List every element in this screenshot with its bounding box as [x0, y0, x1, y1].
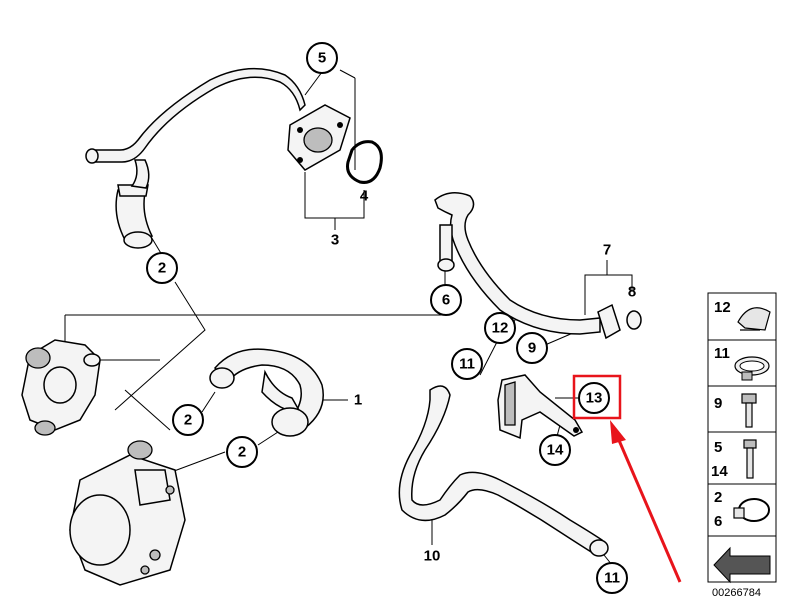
label-8: 8	[628, 284, 636, 301]
svg-text:11: 11	[604, 570, 620, 587]
legend-label-6: 6	[714, 513, 722, 530]
o-ring-gasket	[346, 140, 383, 184]
callout-5: 5	[306, 42, 338, 74]
svg-text:6: 6	[442, 292, 450, 309]
lower-right-hose	[398, 385, 609, 557]
spring-clamp-icon	[733, 498, 770, 522]
red-arrow-icon	[610, 420, 682, 583]
svg-text:2: 2	[184, 412, 192, 429]
thermostat-housing	[21, 339, 101, 436]
legend-label-9: 9	[714, 395, 722, 412]
legend-label-2: 2	[714, 489, 722, 506]
label-1: 1	[354, 392, 362, 409]
svg-text:2: 2	[158, 260, 166, 277]
legend-label-14: 14	[711, 463, 728, 480]
leader-lines	[64, 69, 633, 566]
water-pump	[69, 440, 186, 586]
label-4: 4	[360, 188, 369, 205]
hose-clamp-icon	[734, 356, 770, 381]
label-7: 7	[603, 242, 611, 259]
direction-arrow-icon	[713, 546, 771, 584]
half-clamp-icon	[737, 307, 771, 331]
callout-2-top: 2	[146, 252, 178, 284]
legend-label-5: 5	[714, 439, 722, 456]
lower-left-hose	[209, 348, 324, 437]
svg-text:12: 12	[492, 320, 509, 337]
callout-6: 6	[430, 284, 462, 316]
callout-14: 14	[539, 434, 571, 466]
reference-code: 00266784	[712, 587, 761, 599]
hose-bracket	[497, 374, 584, 440]
svg-text:11: 11	[459, 356, 475, 373]
callout-9: 9	[516, 332, 548, 364]
screw-icon	[743, 439, 757, 479]
label-3: 3	[331, 232, 339, 249]
svg-text:5: 5	[318, 50, 326, 67]
callout-11-upper: 11	[451, 348, 483, 380]
callout-11-lower: 11	[596, 562, 628, 594]
callout-13: 13	[578, 382, 610, 414]
legend-panel: 12 11 9 5 14 2 6	[707, 292, 777, 584]
svg-text:2: 2	[238, 444, 246, 461]
upper-coolant-pipe	[85, 67, 306, 249]
legend-label-11: 11	[714, 345, 730, 362]
right-upper-hose	[434, 192, 642, 340]
callout-12: 12	[484, 312, 516, 344]
bolt-icon	[741, 393, 757, 428]
callout-2-mid: 2	[172, 404, 204, 436]
thermostat-flange	[287, 104, 351, 171]
svg-text:9: 9	[528, 340, 536, 357]
svg-text:13: 13	[586, 390, 603, 407]
legend-label-12: 12	[714, 299, 731, 316]
highlight-box-13	[572, 374, 622, 420]
label-10: 10	[424, 548, 441, 565]
callout-2-low: 2	[226, 436, 258, 468]
svg-text:14: 14	[547, 442, 564, 459]
